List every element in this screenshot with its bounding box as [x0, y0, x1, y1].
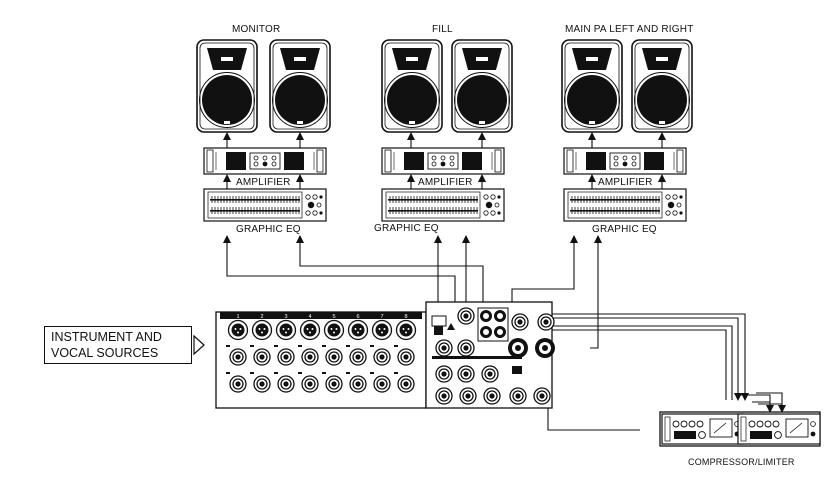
- graphic-eq-unit: [381, 188, 505, 222]
- main-pa-label: MAIN PA LEFT AND RIGHT: [565, 24, 694, 35]
- speaker-cabinet: [196, 39, 258, 133]
- monitor-label: MONITOR: [232, 24, 281, 35]
- compressor-limiter-rack: [659, 411, 821, 447]
- amplifier-unit: [203, 147, 327, 175]
- source-arrow: [193, 334, 205, 356]
- mixer-to-eq-wires: [223, 235, 602, 349]
- amplifier-label-fill: AMPLIFIER: [418, 177, 473, 188]
- mixer: 1 2 3 4 5 6 7 8: [215, 301, 555, 409]
- speaker-cabinet: [561, 39, 623, 133]
- amplifier-label-main: AMPLIFIER: [598, 177, 653, 188]
- channel-number: 3: [284, 314, 287, 320]
- speaker-cabinet: [381, 39, 443, 133]
- channel-number-row: 1 2 3 4 5 6 7 8: [236, 314, 407, 320]
- channel-number: 1: [236, 314, 239, 320]
- compressor-limiter-label: COMPRESSOR/LIMITER: [688, 457, 795, 467]
- fill-speakers: [381, 39, 513, 133]
- amp-to-speaker-wires: [223, 132, 666, 189]
- graphic-eq-unit: [563, 188, 687, 222]
- monitor-speakers: [196, 39, 331, 133]
- graphic-eq-label-fill: GRAPHIC EQ: [374, 223, 439, 234]
- graphic-eq-label-monitor: GRAPHIC EQ: [236, 224, 301, 235]
- mixer-channels-panel: [215, 311, 427, 409]
- fill-label: FILL: [432, 24, 453, 35]
- channel-number: 4: [308, 314, 311, 320]
- amplifier-unit: [563, 147, 687, 175]
- speaker-cabinet: [451, 39, 513, 133]
- amplifier-unit: [381, 147, 505, 175]
- channel-number: 7: [380, 314, 383, 320]
- graphic-eq-label-main: GRAPHIC EQ: [592, 224, 657, 235]
- channel-number: 2: [260, 314, 263, 320]
- sources-line-2: VOCAL SOURCES: [51, 346, 159, 360]
- speaker-cabinet: [631, 39, 693, 133]
- main-pa-speakers: [561, 39, 693, 133]
- channel-number: 5: [332, 314, 335, 320]
- channel-number: 8: [404, 314, 407, 320]
- graphic-eq-unit: [203, 188, 327, 222]
- sources-line-1: INSTRUMENT AND: [51, 330, 162, 344]
- channel-number: 6: [356, 314, 359, 320]
- instrument-vocal-sources-box: INSTRUMENT AND VOCAL SOURCES: [44, 326, 192, 364]
- speaker-cabinet: [269, 39, 331, 133]
- amplifier-label-monitor: AMPLIFIER: [236, 177, 291, 188]
